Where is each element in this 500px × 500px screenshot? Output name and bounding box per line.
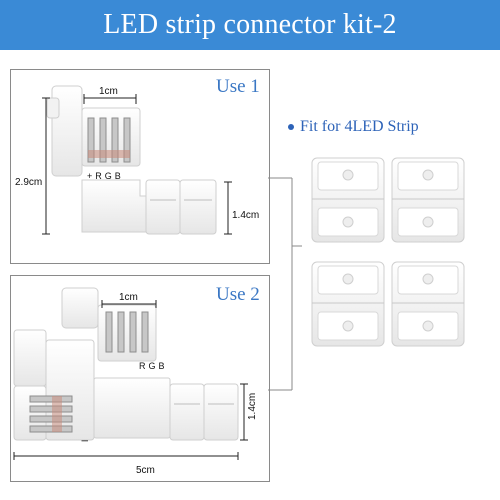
use-2-top-pins xyxy=(105,311,149,353)
use-1-dimension-lines xyxy=(42,94,232,235)
fit-text: Fit for 4LED Strip xyxy=(300,118,419,135)
use-2-left-pins xyxy=(29,395,73,433)
t-connector xyxy=(13,287,239,441)
use-1-height-dimension: 2.9cm xyxy=(15,177,43,188)
use-2-label: Use 2 xyxy=(216,284,260,305)
use-1-pin-labels: +RGB xyxy=(87,171,124,181)
fit-note: Fit for 4LED Strip xyxy=(288,118,419,136)
clip-connector xyxy=(311,261,385,347)
page-title: LED strip connector kit-2 xyxy=(103,9,397,40)
l-connector xyxy=(46,85,217,235)
use-2-length-dimension: 5cm xyxy=(136,465,155,476)
clip-connector xyxy=(391,261,465,347)
use-1-side-dimension: 1.4cm xyxy=(232,210,260,221)
clip-connector xyxy=(391,157,465,243)
bullet-icon xyxy=(288,124,294,131)
use-2-dimension-lines xyxy=(13,300,248,460)
use-1-pins xyxy=(87,117,131,163)
use-1-label: Use 1 xyxy=(216,76,260,97)
use-2-width-dimension: 1cm xyxy=(119,292,138,303)
use-1-width-dimension: 1cm xyxy=(99,86,118,97)
bracket-lines xyxy=(268,177,302,391)
title-banner: LED strip connector kit-2 xyxy=(0,0,500,50)
clip-connector-grid xyxy=(311,157,465,347)
use-2-top-pin-labels: RGB xyxy=(139,361,168,371)
clip-connector xyxy=(311,157,385,243)
